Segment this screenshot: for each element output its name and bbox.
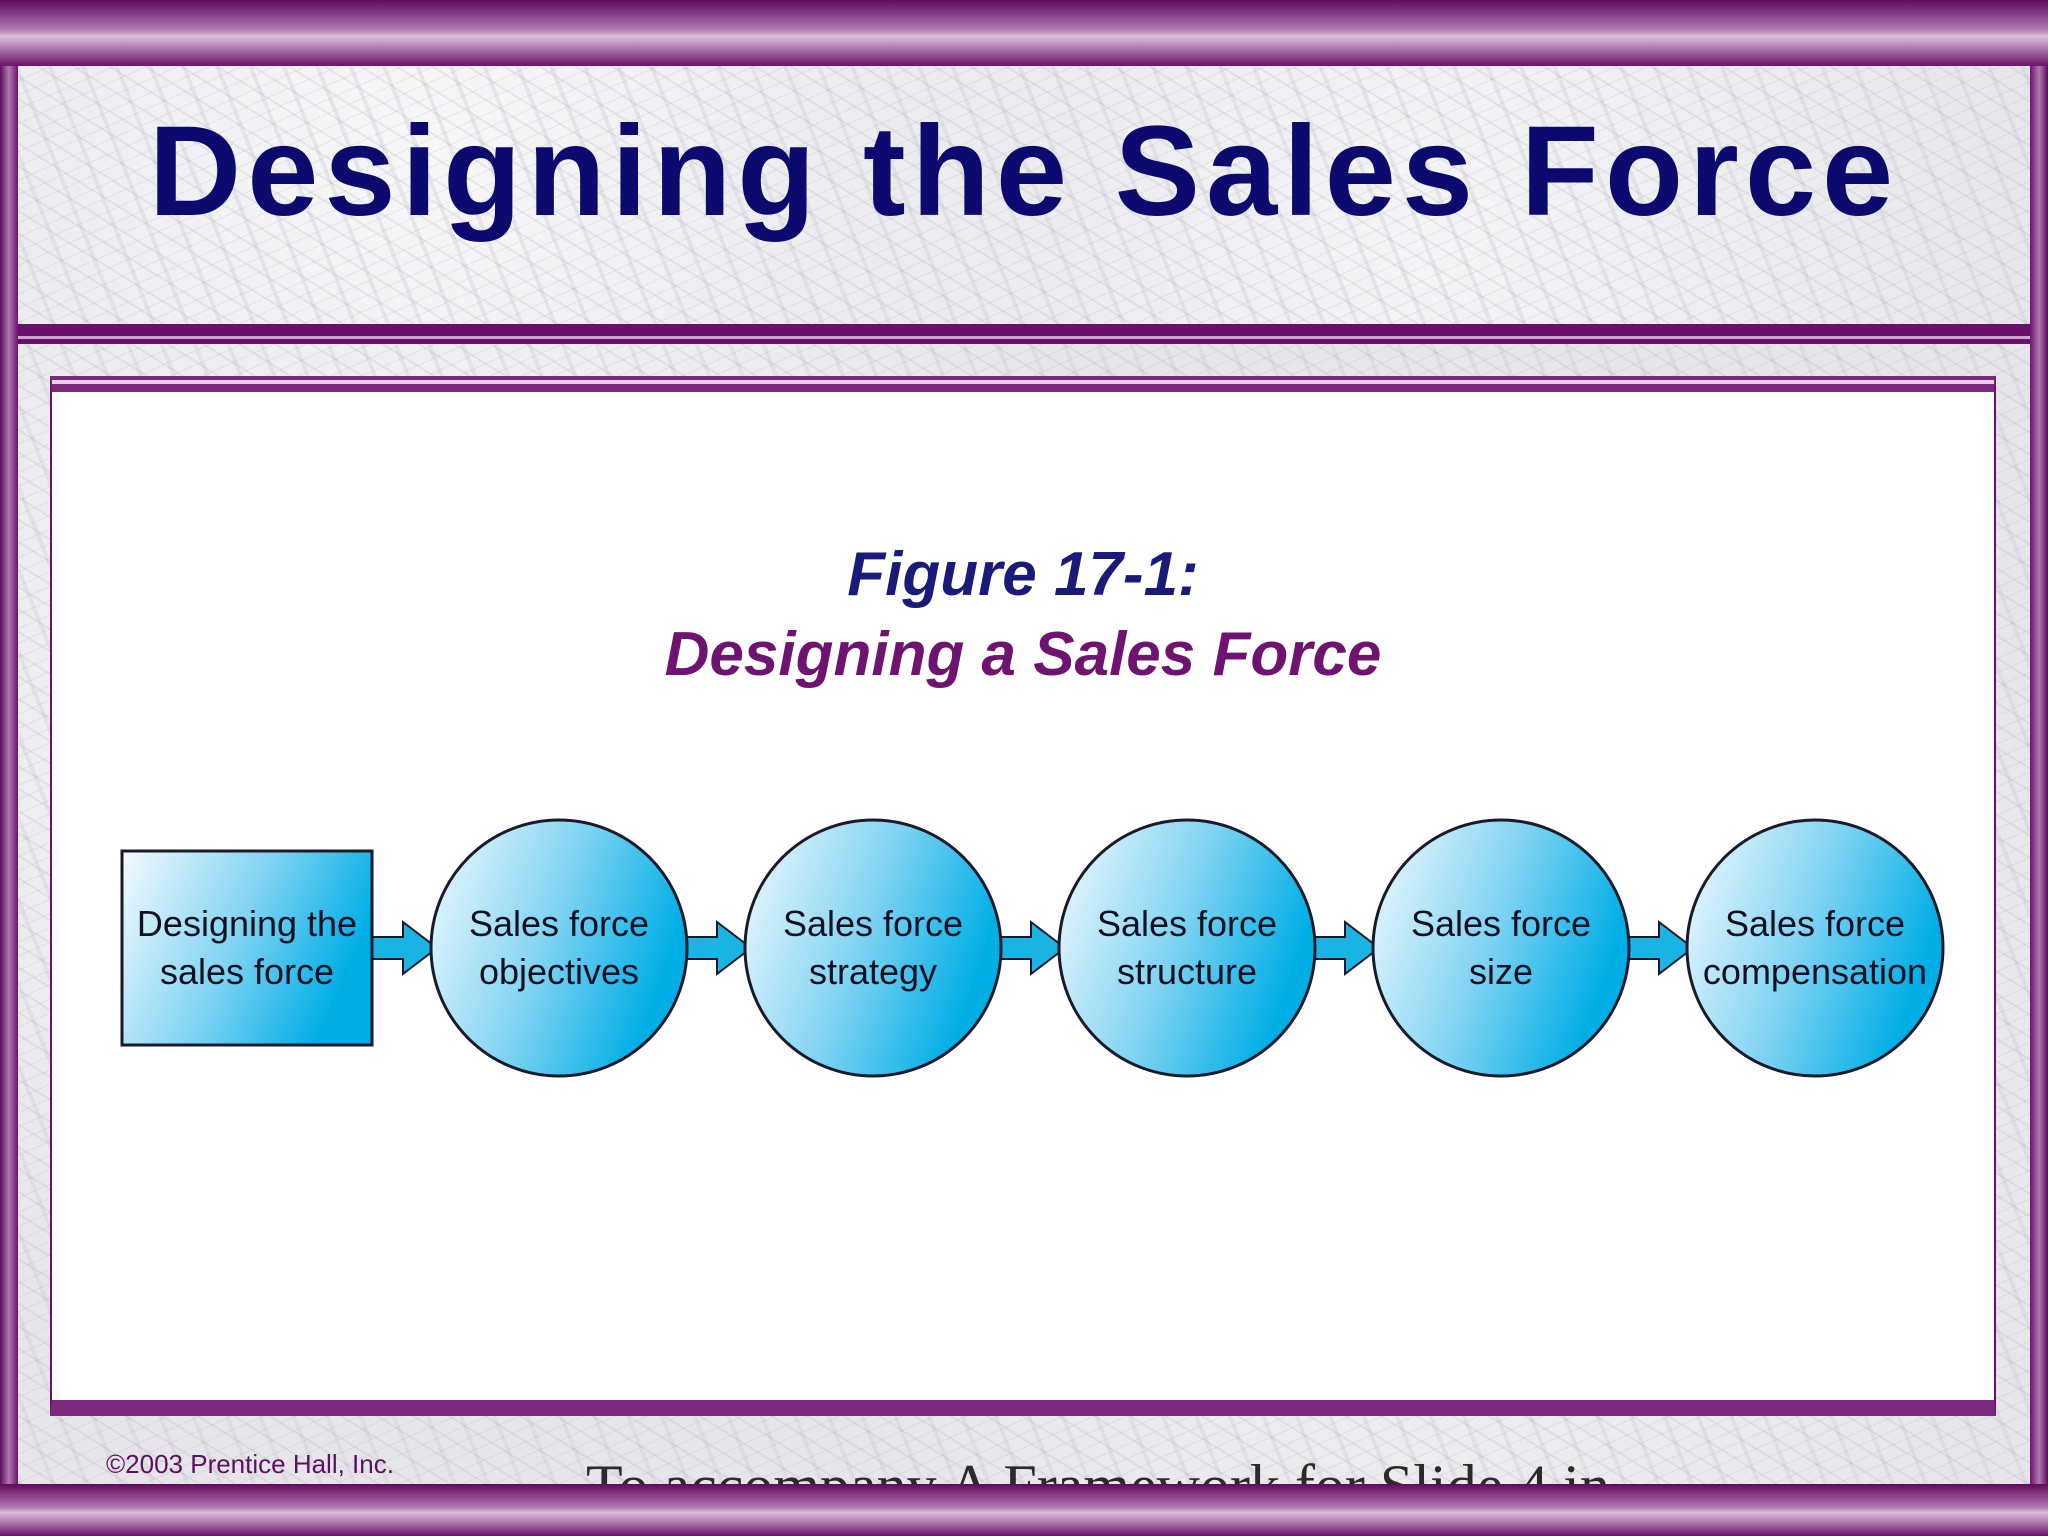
flow-step-circle <box>743 818 1003 1078</box>
flow-step-box <box>120 849 374 1047</box>
bottom-frame-bar <box>0 1484 2048 1536</box>
flow-step-circle <box>1685 818 1945 1078</box>
figure-number: Figure 17-1: <box>847 540 1199 609</box>
flow-step-label: Sales force <box>1097 903 1277 944</box>
flow-step-1: Designing the sales force <box>120 849 374 1047</box>
flow-step-label: Sales force <box>1725 903 1905 944</box>
flow-arrow <box>1624 919 1695 977</box>
top-frame-bar <box>0 0 2048 66</box>
slide-title: Designing the Sales Force <box>148 100 1900 243</box>
right-frame-bar <box>2030 66 2048 1484</box>
flow-step-circle <box>429 818 689 1078</box>
flow-step-label: strategy <box>809 951 937 992</box>
left-frame-bar <box>0 66 18 1484</box>
flow-arrow <box>1310 919 1381 977</box>
flow-step-5: Sales force size <box>1371 818 1631 1078</box>
flow-step-circle <box>1371 818 1631 1078</box>
figure-title: Designing a Sales Force <box>664 620 1382 689</box>
flow-step-label: Designing the <box>137 903 357 944</box>
flow-step-label: Sales force <box>469 903 649 944</box>
flow-arrow <box>367 919 439 977</box>
flow-arrow <box>996 919 1067 977</box>
flow-step-label: compensation <box>1703 951 1927 992</box>
flow-step-4: Sales force structure <box>1057 818 1317 1078</box>
flow-step-circle <box>1057 818 1317 1078</box>
flow-diagram: Designing the sales force Sales force objec… <box>120 818 1945 1078</box>
flow-step-label: size <box>1469 951 1533 992</box>
title-divider <box>18 324 2030 344</box>
flow-step-label: Sales force <box>1411 903 1591 944</box>
title-panel <box>18 66 2030 324</box>
flow-step-2: Sales force objectives <box>429 818 689 1078</box>
flow-step-label: Sales force <box>783 903 963 944</box>
flow-step-label: structure <box>1117 951 1257 992</box>
flow-arrow <box>682 919 753 977</box>
flow-step-3: Sales force strategy <box>743 818 1003 1078</box>
flow-step-label: sales force <box>160 951 334 992</box>
figure-box: Figure 17-1: Designing a Sales Force Des… <box>50 376 1996 1416</box>
flow-step-label: objectives <box>479 951 639 992</box>
flow-step-6: Sales force compensation <box>1685 818 1945 1078</box>
copyright-notice: ©2003 Prentice Hall, Inc. <box>106 1449 394 1479</box>
